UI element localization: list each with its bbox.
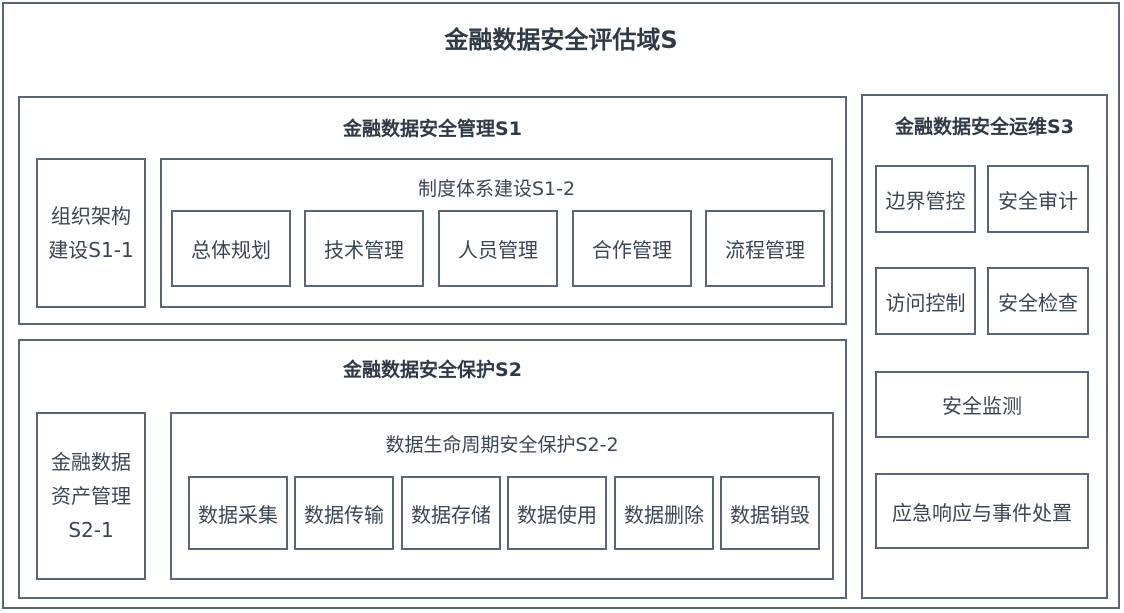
- item-security-monitoring: 安全监测: [875, 371, 1089, 438]
- item-process-management: 流程管理: [705, 210, 825, 287]
- s1-title: 金融数据安全管理S1: [343, 118, 522, 140]
- org-structure-s1-1: 组织架构 建设S1-1: [36, 158, 146, 308]
- item-personnel-management: 人员管理: [438, 210, 558, 287]
- s2-title: 金融数据安全保护S2: [343, 359, 522, 381]
- item-data-collection: 数据采集: [188, 476, 288, 550]
- item-data-usage: 数据使用: [507, 476, 607, 550]
- item-data-deletion: 数据删除: [614, 476, 714, 550]
- asset-management-s2-1: 金融数据 资产管理 S2-1: [36, 412, 146, 580]
- s3-title: 金融数据安全运维S3: [895, 116, 1074, 138]
- org-structure-line1: 组织架构: [51, 204, 131, 228]
- security-protection-s2: 金融数据安全保护S2 金融数据 资产管理 S2-1 数据生命周期安全保护S2-2…: [18, 339, 847, 599]
- item-security-audit: 安全审计: [987, 165, 1089, 233]
- org-structure-line2: 建设S1-1: [48, 238, 134, 262]
- item-data-storage: 数据存储: [401, 476, 501, 550]
- security-operations-s3: 金融数据安全运维S3 边界管控 安全审计 访问控制 安全检查 安全监测 应急响应…: [861, 94, 1108, 599]
- s1-2-title: 制度体系建设S1-2: [417, 178, 576, 200]
- security-management-s1: 金融数据安全管理S1 组织架构 建设S1-1 制度体系建设S1-2 总体规划 技…: [18, 96, 847, 325]
- asset-management-line3: S2-1: [68, 518, 114, 542]
- item-data-transfer: 数据传输: [294, 476, 394, 550]
- policy-system-s1-2: 制度体系建设S1-2 总体规划 技术管理 人员管理 合作管理 流程管理: [160, 158, 833, 308]
- item-data-destruction: 数据销毁: [720, 476, 820, 550]
- item-security-check: 安全检查: [987, 267, 1089, 335]
- item-emergency-response: 应急响应与事件处置: [875, 473, 1089, 549]
- domain-title: 金融数据安全评估域S: [444, 26, 678, 54]
- asset-management-line2: 资产管理: [51, 484, 131, 508]
- item-cooperation-management: 合作管理: [572, 210, 692, 287]
- item-boundary-control: 边界管控: [875, 165, 976, 233]
- s2-2-title: 数据生命周期安全保护S2-2: [385, 434, 619, 456]
- item-tech-management: 技术管理: [304, 210, 424, 287]
- item-access-control: 访问控制: [875, 267, 976, 335]
- item-overall-planning: 总体规划: [171, 210, 291, 287]
- lifecycle-protection-s2-2: 数据生命周期安全保护S2-2 数据采集 数据传输 数据存储 数据使用 数据删除 …: [170, 412, 834, 580]
- asset-management-line1: 金融数据: [51, 450, 131, 474]
